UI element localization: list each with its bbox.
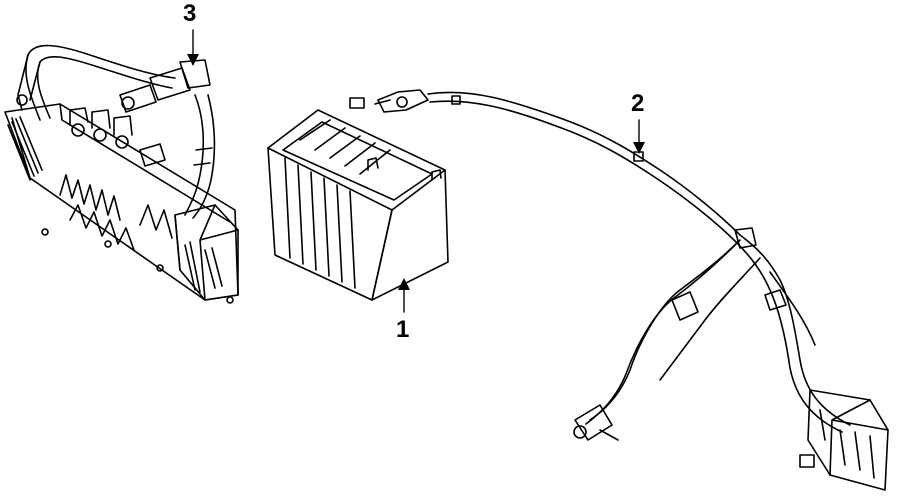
- arrowhead-3: [187, 54, 199, 66]
- charger-module-part-3: [4, 44, 239, 304]
- arrowhead-2: [633, 142, 645, 154]
- callout-label-3: 3: [183, 0, 197, 27]
- arrowhead-1: [398, 278, 410, 290]
- wiring-harness-part-2: [377, 89, 889, 491]
- leader-arrowheads: [187, 54, 645, 290]
- callout-label-2: 2: [631, 90, 645, 117]
- callout-label-1: 1: [396, 316, 410, 343]
- battery-part-1: [267, 97, 449, 301]
- leader-lines: [192, 29, 640, 313]
